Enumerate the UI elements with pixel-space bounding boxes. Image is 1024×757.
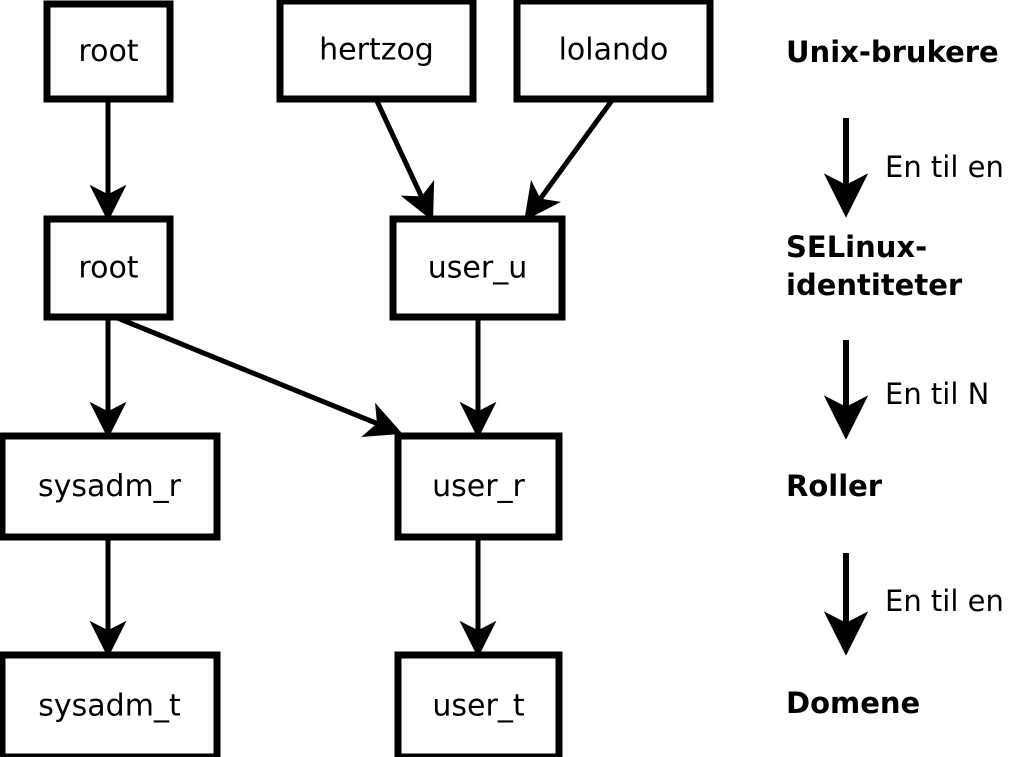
edge-line xyxy=(373,97,435,222)
node-sel_user_u[interactable]: user_u xyxy=(389,215,566,321)
edge-unix_hertzog-to-sel_user_u xyxy=(373,97,435,222)
node-label: root xyxy=(78,251,138,286)
legend-heading-text: Unix-brukere xyxy=(786,35,999,69)
legend-transition-identity-to-role: En til N xyxy=(823,340,989,440)
node-label: lolando xyxy=(559,33,669,68)
node-box[interactable] xyxy=(276,0,477,103)
edges-group xyxy=(89,97,616,658)
node-dom_sysadm_t[interactable]: sysadm_t xyxy=(0,651,221,757)
legend-heading-text: Roller xyxy=(786,469,883,503)
node-box[interactable] xyxy=(513,0,714,103)
node-box[interactable] xyxy=(394,432,563,541)
legend-transition-label: En til en xyxy=(885,150,1004,184)
node-label: user_u xyxy=(428,251,527,286)
edge-line xyxy=(114,314,403,438)
node-unix_hertzog[interactable]: hertzog xyxy=(276,0,477,103)
legend-heading-text: SELinux- xyxy=(786,230,927,264)
legend-heading-text: Domene xyxy=(786,686,920,720)
legend-transition-role-to-domain: En til en xyxy=(823,553,1004,656)
legend-column: Unix-brukereSELinux-identiteterRollerDom… xyxy=(786,35,1004,720)
legend-level-unix-users: Unix-brukere xyxy=(786,35,999,69)
edge-unix_lolando-to-sel_user_u xyxy=(524,97,616,221)
node-label: user_r xyxy=(432,469,525,504)
node-box[interactable] xyxy=(394,651,563,757)
node-role_user_r[interactable]: user_r xyxy=(394,432,563,541)
legend-level-roles: Roller xyxy=(786,469,883,503)
node-box[interactable] xyxy=(389,215,566,321)
node-label: user_t xyxy=(432,689,524,724)
node-dom_user_t[interactable]: user_t xyxy=(394,651,563,757)
node-role_sysadm_r[interactable]: sysadm_r xyxy=(0,432,221,541)
node-label: sysadm_r xyxy=(38,469,182,504)
node-box[interactable] xyxy=(0,432,221,541)
node-box[interactable] xyxy=(43,0,174,103)
legend-heading-text: identiteter xyxy=(786,268,963,302)
node-box[interactable] xyxy=(43,215,174,321)
node-unix_root[interactable]: root xyxy=(43,0,174,103)
node-label: hertzog xyxy=(319,33,434,68)
legend-transition-label: En til en xyxy=(885,584,1004,618)
node-label: root xyxy=(78,34,138,69)
legend-level-domains: Domene xyxy=(786,686,920,720)
legend-level-selinux-identities: SELinux-identiteter xyxy=(786,230,963,302)
node-label: sysadm_t xyxy=(38,689,181,724)
edge-sel_root-to-role_user_r xyxy=(114,314,403,438)
node-box[interactable] xyxy=(0,651,221,757)
legend-transition-label: En til N xyxy=(885,377,989,411)
edge-line xyxy=(524,97,616,221)
legend-transition-unix-to-identity: En til en xyxy=(823,118,1004,218)
node-unix_lolando[interactable]: lolando xyxy=(513,0,714,103)
node-sel_root[interactable]: root xyxy=(43,215,174,321)
